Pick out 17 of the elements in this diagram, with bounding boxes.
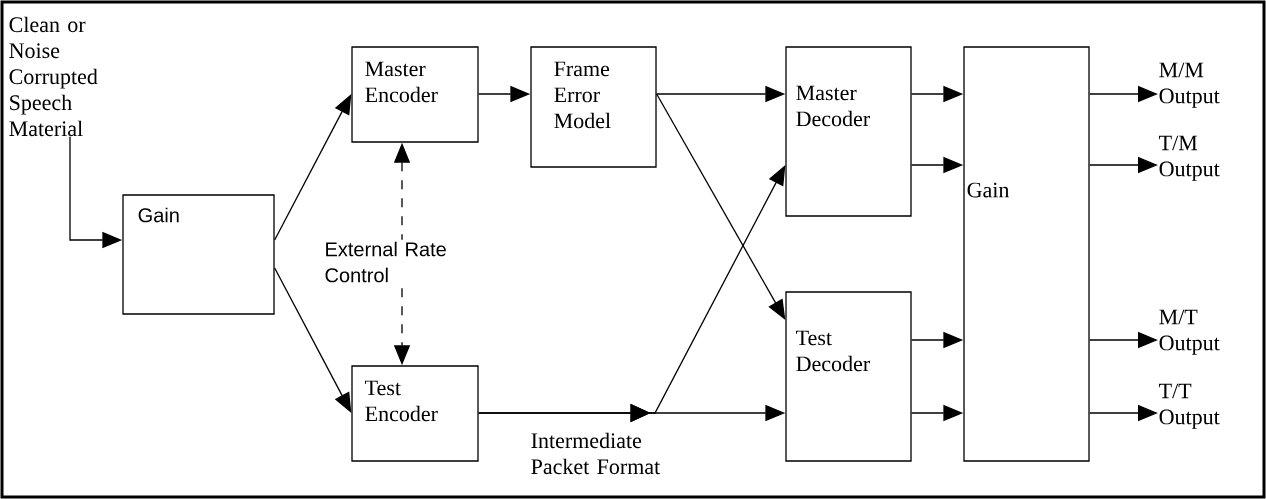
process-box: Gain — [122, 194, 275, 315]
process-box: Gain — [963, 46, 1090, 462]
text-label: Clean or Noise Corrupted Speech Material — [9, 16, 98, 137]
arrow — [274, 267, 352, 413]
edge-label: Intermediate Packet Format — [531, 432, 661, 475]
process-box: Master Encoder — [351, 46, 479, 143]
arrow — [274, 94, 352, 241]
edge-label: External Rate Control — [325, 241, 446, 283]
text-label: T/M Output — [1159, 135, 1220, 181]
process-box: Frame Error Model — [530, 46, 657, 168]
text-label: M/M Output — [1159, 62, 1220, 108]
process-box: Master Decoder — [785, 46, 912, 217]
process-box: Test Decoder — [785, 291, 912, 462]
text-label: M/T Output — [1159, 309, 1220, 355]
text-label: T/T Output — [1159, 383, 1220, 429]
process-box: Test Encoder — [351, 365, 479, 462]
arrow — [656, 93, 786, 320]
